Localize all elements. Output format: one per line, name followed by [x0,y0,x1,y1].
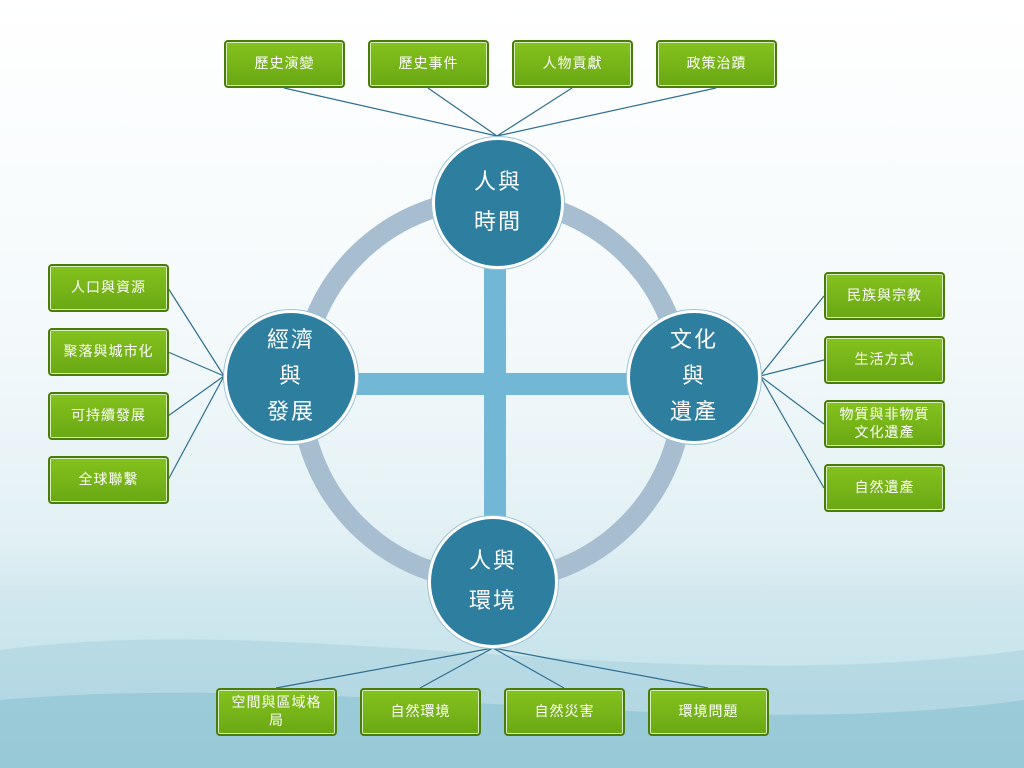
leaf-environment-3[interactable]: 自然災害 [504,688,625,736]
hub-people-and-time: 人與 時間 [432,137,564,269]
hub-culture-and-heritage: 文化 與 遺產 [627,310,761,444]
leaf-culture-4[interactable]: 自然遺產 [824,464,945,512]
cross-horizontal-bar [350,373,635,395]
hub-people-and-environment: 人與 環境 [428,516,558,648]
leaf-time-1[interactable]: 歷史演變 [224,40,345,88]
leaf-economy-4[interactable]: 全球聯繫 [48,456,169,504]
hub-economy-and-development: 經濟 與 發展 [224,310,358,444]
leaf-economy-2[interactable]: 聚落與城市化 [48,328,169,376]
connectors-culture [759,295,825,489]
leaf-time-3[interactable]: 人物貢獻 [512,40,633,88]
leaf-time-4[interactable]: 政策治蹟 [656,40,777,88]
leaf-economy-3[interactable]: 可持續發展 [48,392,169,440]
leaf-environment-1[interactable]: 空間與區域格局 [216,688,337,736]
leaf-time-2[interactable]: 歷史事件 [368,40,489,88]
leaf-culture-3[interactable]: 物質與非物質文化遺產 [824,400,945,448]
connectors-environment [275,647,709,689]
leaf-culture-2[interactable]: 生活方式 [824,336,945,384]
connectors-economy [167,287,225,481]
leaf-culture-1[interactable]: 民族與宗教 [824,272,945,320]
leaf-environment-2[interactable]: 自然環境 [360,688,481,736]
leaf-environment-4[interactable]: 環境問題 [648,688,769,736]
connectors-time [283,87,717,137]
leaf-economy-1[interactable]: 人口與資源 [48,264,169,312]
